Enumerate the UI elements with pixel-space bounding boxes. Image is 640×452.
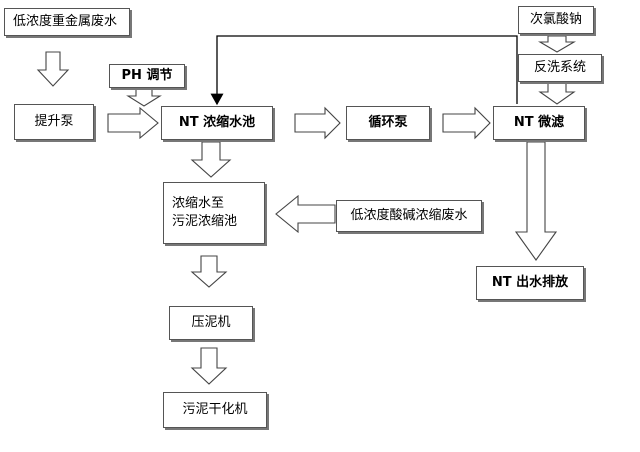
arrow-right-1 <box>107 106 159 140</box>
arrow-right-3 <box>442 106 491 140</box>
node-nt-effluent-discharge: NT 出水排放 <box>476 266 584 300</box>
node-label: 低浓度酸碱浓缩废水 <box>350 208 468 224</box>
node-label: PH 调节 <box>121 68 173 84</box>
node-sludge-dryer: 污泥干化机 <box>163 392 267 428</box>
arrow-down-effluent <box>514 141 558 261</box>
node-filter-press: 压泥机 <box>169 306 253 340</box>
node-nt-microfilter: NT 微滤 <box>493 106 585 140</box>
node-sodium-hypochlorite: 次氯酸钠 <box>518 6 594 34</box>
node-lift-pump: 提升泵 <box>14 104 94 140</box>
node-label: NT 出水排放 <box>491 275 569 291</box>
node-low-conc-heavy-metal-wastewater: 低浓度重金属废水 <box>4 8 130 36</box>
node-label-line1: 浓缩水至 <box>172 196 225 212</box>
arrow-down-1 <box>36 51 70 87</box>
node-circulation-pump: 循环泵 <box>346 106 430 140</box>
arrow-down-ph <box>126 87 162 107</box>
arrow-down-hypo <box>537 35 577 53</box>
arrow-down-backwash <box>538 81 576 105</box>
node-label: NT 微滤 <box>513 115 565 131</box>
node-label: 低浓度重金属废水 <box>13 14 118 30</box>
node-concentrate-to-sludge-pool: 浓缩水至 污泥浓缩池 <box>163 182 265 244</box>
arrow-right-2 <box>294 106 341 140</box>
return-line <box>210 35 518 106</box>
node-label: 次氯酸钠 <box>529 12 582 28</box>
arrow-down-4 <box>190 347 228 385</box>
node-low-conc-acid-alkali-wastewater: 低浓度酸碱浓缩废水 <box>336 200 482 232</box>
node-label: 循环泵 <box>368 115 408 131</box>
node-label: NT 浓缩水池 <box>178 115 256 131</box>
node-backwash-system: 反洗系统 <box>518 54 602 82</box>
arrow-left-1 <box>275 194 336 234</box>
node-label: 提升泵 <box>34 114 74 130</box>
node-label: 污泥干化机 <box>182 402 248 418</box>
node-nt-concentrate-pool: NT 浓缩水池 <box>161 106 273 140</box>
node-label: 压泥机 <box>191 315 231 331</box>
node-label: 反洗系统 <box>533 60 586 76</box>
arrow-down-3 <box>190 255 228 288</box>
node-label-line2: 污泥浓缩池 <box>172 214 238 229</box>
arrow-down-2 <box>190 141 232 178</box>
node-ph-adjust: PH 调节 <box>109 64 185 88</box>
